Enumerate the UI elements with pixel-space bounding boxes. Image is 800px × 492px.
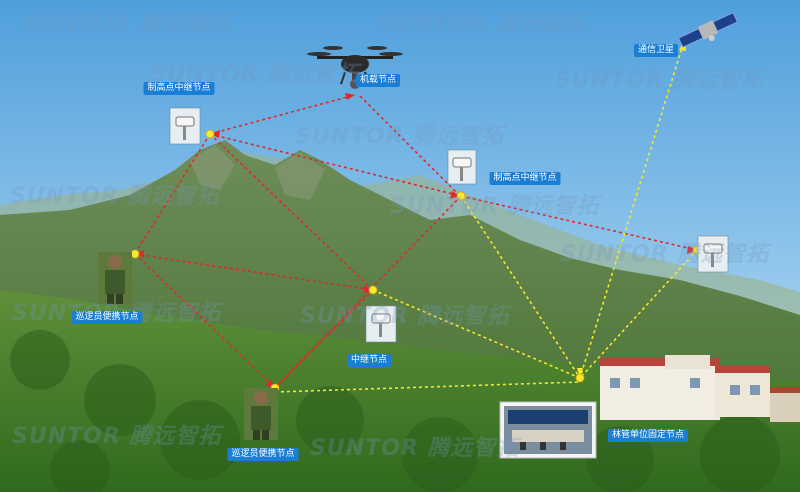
red-links — [134, 94, 698, 389]
drone-node-label: 机载节点 — [355, 74, 401, 87]
tree-canopy — [10, 330, 780, 492]
watermark: SUNTOR 腾远智拓 — [300, 304, 510, 329]
patrol-person-icon — [98, 252, 132, 304]
watermark: SUNTOR 腾远智拓 — [10, 184, 220, 209]
patrol-person-icon — [244, 388, 278, 440]
satellite-icon — [678, 12, 738, 48]
highpoint-relay-right-label: 制高点中继节点 — [489, 172, 561, 185]
forestry-fixed-node-label: 林管单位固定节点 — [607, 429, 689, 442]
watermark: SUNTOR 腾远智拓 — [295, 124, 505, 149]
watermark: SUNTOR 腾远智拓 — [12, 424, 222, 449]
satellite-node-label: 通信卫星 — [633, 44, 679, 57]
relay-node-label: 中继节点 — [346, 354, 392, 367]
watermark: SUNTOR 腾远智拓 — [390, 194, 600, 219]
camera-icon — [447, 149, 477, 185]
camera-icon — [697, 235, 729, 273]
watermark: SUNTOR 腾远智拓 — [378, 12, 588, 37]
cliff — [275, 152, 325, 200]
yellow-links — [274, 37, 698, 393]
patrol-node-lower-label: 巡逻员便携节点 — [227, 448, 299, 461]
control-room-photo — [499, 401, 597, 459]
building — [600, 355, 800, 422]
camera-icon — [365, 305, 397, 343]
highpoint-relay-left-label: 制高点中继节点 — [143, 82, 215, 95]
patrol-node-upper-label: 巡逻员便携节点 — [71, 311, 143, 324]
watermark: SUNTOR 腾远智拓 — [310, 436, 520, 461]
watermark: SUNTOR 腾远智拓 — [22, 12, 232, 37]
watermark: SUNTOR 腾远智拓 — [555, 68, 765, 93]
watermark: SUNTOR 腾远智拓 — [560, 242, 770, 267]
cliff — [190, 145, 235, 190]
camera-icon — [169, 107, 201, 145]
